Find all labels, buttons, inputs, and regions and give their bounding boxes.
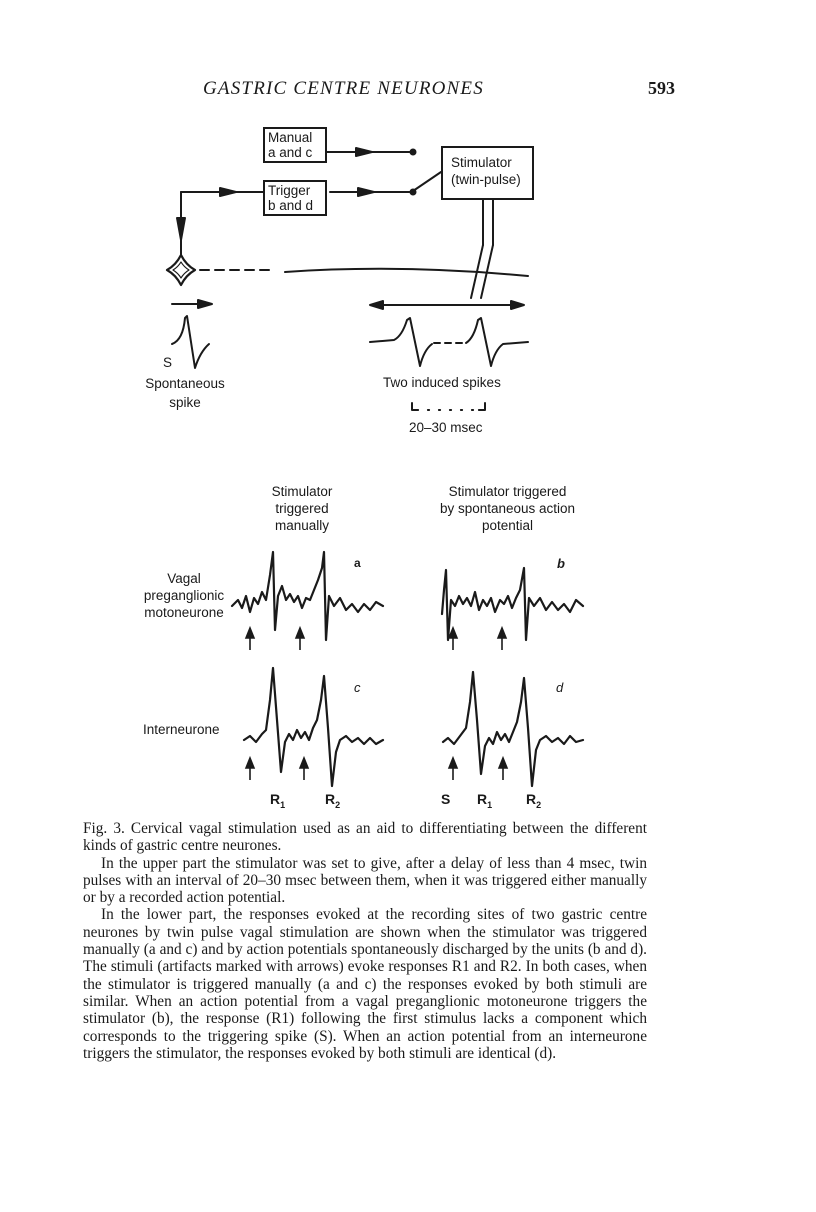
stimulus-arrow-icon xyxy=(496,625,508,639)
trigger-box-line-1: Trigger xyxy=(268,183,311,198)
row-label-vagal: Vagal preganglionic motoneurone xyxy=(143,571,225,620)
figure-caption: Fig. 3. Cervical vagal stimulation used … xyxy=(83,820,647,1062)
induced-spike-1 xyxy=(369,317,433,367)
stimulus-arrow-icon xyxy=(447,625,459,639)
trace-a xyxy=(230,550,385,642)
induced-spike-2 xyxy=(465,317,529,367)
response-r1-left: R1 xyxy=(270,791,286,810)
stimulus-arrow-icon xyxy=(497,755,509,769)
caption-paragraph-1: Fig. 3. Cervical vagal stimulation used … xyxy=(83,820,647,855)
stimulus-arrow-icon xyxy=(447,755,459,769)
trace-b xyxy=(440,566,585,642)
spontaneous-spike-trace xyxy=(171,315,210,369)
caption-paragraph-3: In the lower part, the responses evoked … xyxy=(83,906,647,1062)
arrow-head-icon xyxy=(357,187,375,197)
running-header: GASTRIC CENTRE NEURONES xyxy=(203,78,484,99)
manual-box-line-2: a and c xyxy=(268,145,313,160)
trace-c xyxy=(242,666,385,788)
response-r2-left: R2 xyxy=(325,791,341,810)
column-heading-triggered: Stimulator triggered by spontaneous acti… xyxy=(439,484,576,533)
page-number: 593 xyxy=(648,78,675,98)
response-r1-right: R1 xyxy=(477,791,493,810)
spontaneous-spike-label: Spontaneous spike xyxy=(145,376,225,410)
trigger-box-line-2: b and d xyxy=(268,198,314,213)
spike-s-label: S xyxy=(163,355,173,370)
manual-box: Manual a and c xyxy=(263,127,327,163)
stimulus-arrow-icon xyxy=(244,755,256,769)
trigger-box: Trigger b and d xyxy=(263,180,327,216)
stimulator-box: Stimulator (twin-pulse) xyxy=(441,146,534,200)
panel-label-b: b xyxy=(557,556,565,571)
stimulus-arrow-icon xyxy=(298,755,310,769)
spike-s-marker: S xyxy=(441,791,451,807)
panel-label-c: c xyxy=(354,680,361,695)
induced-spikes-label: Two induced spikes xyxy=(383,375,501,390)
switch-lever xyxy=(412,171,442,192)
stimulus-arrow-icon xyxy=(244,625,256,639)
figure-diagram xyxy=(165,147,585,788)
axon-line xyxy=(284,267,529,277)
panel-label-d: d xyxy=(556,680,564,695)
trace-d xyxy=(441,670,585,788)
neurone-soma-icon xyxy=(165,253,197,287)
arrow-head-icon xyxy=(176,217,186,241)
column-heading-manual: Stimulator triggered manually xyxy=(271,484,333,533)
stimulator-box-line-2: (twin-pulse) xyxy=(451,172,521,187)
row-label-interneurone: Interneurone xyxy=(143,722,220,737)
manual-box-line-1: Manual xyxy=(268,130,313,145)
switch-contact-icon xyxy=(409,148,417,156)
response-r2-right: R2 xyxy=(526,791,542,810)
panel-label-a: a xyxy=(354,556,361,570)
stimulus-arrow-icon xyxy=(294,625,306,639)
arrow-head-icon xyxy=(355,147,373,157)
arrow-head-icon xyxy=(219,187,237,197)
stimulator-box-line-1: Stimulator xyxy=(451,155,512,170)
time-scale-label: 20–30 msec xyxy=(409,420,483,435)
caption-paragraph-2: In the upper part the stimulator was set… xyxy=(83,854,647,907)
